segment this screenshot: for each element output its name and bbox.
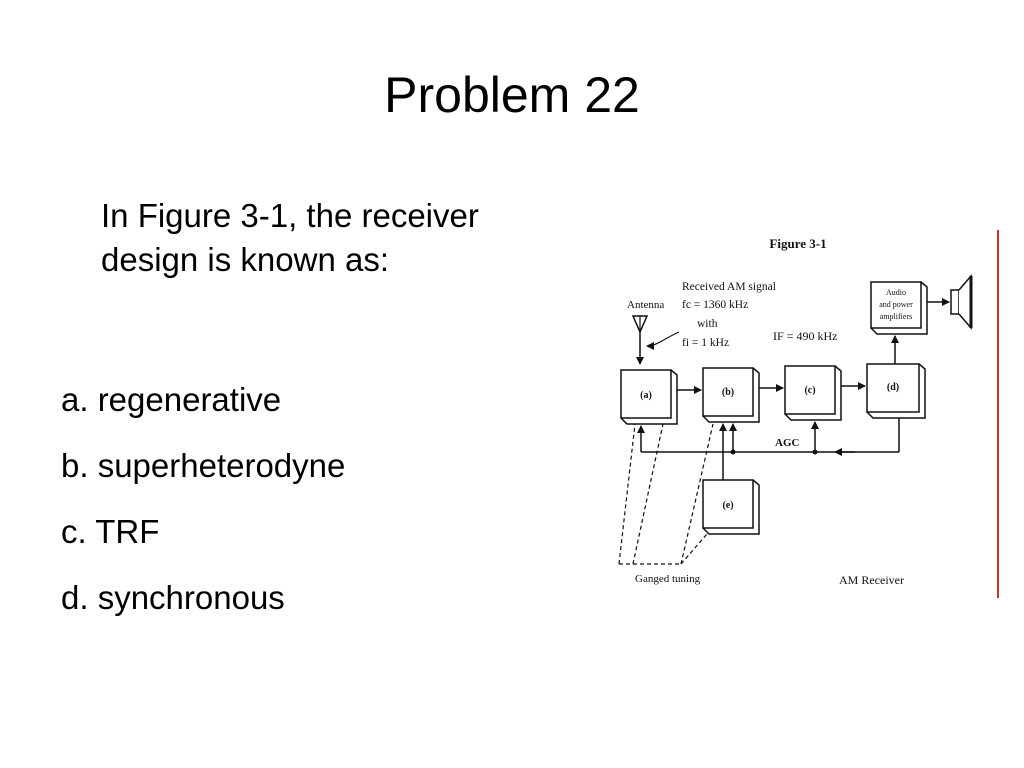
block-a-label: (a) [640, 390, 652, 401]
ganged-tuning-label: Ganged tuning [635, 573, 701, 585]
signal-pointer-arrow [646, 331, 680, 350]
speaker-icon [950, 273, 973, 331]
figure-caption: Figure 3-1 [769, 236, 826, 251]
figure-3-1: Figure 3-1 Antenna Received AM signal fc… [605, 228, 1005, 600]
option-b: b. superheterodyne [61, 447, 346, 484]
ganged-tuning-lines [618, 423, 714, 565]
block-c-label: (c) [804, 385, 815, 396]
question-text: In Figure 3-1, the receiver design is kn… [101, 194, 591, 282]
slide-title: Problem 22 [384, 67, 640, 123]
block-b: (b) [702, 367, 760, 423]
antenna-label: Antenna [627, 299, 664, 311]
audio-label-line: amplifiers [880, 312, 912, 321]
option-c: c. TRF [61, 513, 160, 550]
am-receiver-label: AM Receiver [839, 573, 904, 587]
agc-line [637, 418, 900, 456]
agc-label: AGC [775, 437, 800, 449]
option-d: d. synchronous [61, 579, 285, 616]
intelligence-frequency: fi = 1 kHz [682, 337, 729, 349]
question-line: In Figure 3-1, the receiver [101, 197, 479, 234]
audio-label-line: Audio [886, 288, 906, 297]
block-d-label: (d) [887, 382, 899, 393]
option-a: a. regenerative [61, 381, 282, 418]
block-e-label: (e) [722, 500, 733, 511]
answer-options: a. regenerative b. superheterodyne c. TR… [61, 374, 345, 638]
block-a: (a) [620, 369, 678, 425]
question-line: design is known as: [101, 241, 389, 278]
if-label: IF = 490 kHz [773, 329, 837, 343]
block-d: (d) [866, 363, 926, 419]
audio-label-line: and power [879, 300, 913, 309]
am-receiver-diagram: Figure 3-1 Antenna Received AM signal fc… [618, 230, 999, 598]
antenna-icon [631, 315, 649, 365]
block-c: (c) [784, 365, 842, 421]
signal-label: Received AM signal [682, 281, 776, 293]
signal-with: with [697, 318, 718, 330]
block-b-label: (b) [722, 387, 734, 398]
block-e: (e) [702, 479, 760, 535]
audio-amplifier-block: Audio and power amplifiers [870, 281, 928, 335]
carrier-frequency: fc = 1360 kHz [682, 299, 748, 311]
